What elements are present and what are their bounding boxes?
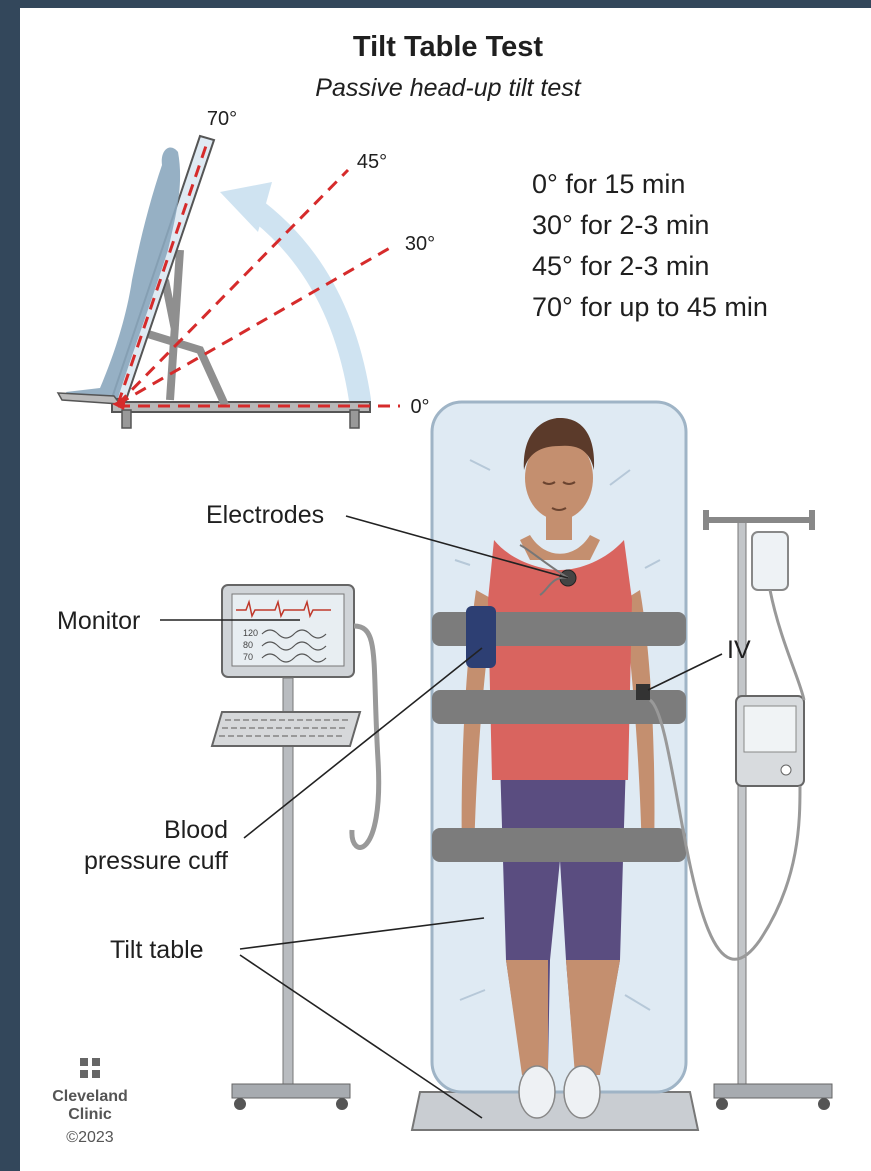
duration-list: 0° for 15 min 30° for 2-3 min 45° for 2-…: [532, 169, 768, 322]
duration-item: 30° for 2-3 min: [532, 210, 709, 240]
label-monitor: Monitor: [57, 607, 140, 635]
monitor-readout: 70: [243, 652, 253, 662]
angle-label-70: 70°: [207, 108, 237, 130]
tilt-arrow: [250, 205, 360, 400]
tilt-table-diagram: Tilt Table Test Passive head-up tilt tes…: [20, 8, 871, 1171]
angle-label-45: 45°: [357, 151, 387, 173]
label-electrodes: Electrodes: [206, 501, 324, 529]
iv-site: [636, 684, 650, 700]
page-subtitle: Passive head-up tilt test: [315, 74, 581, 102]
blood-pressure-cuff: [466, 606, 496, 668]
tilt-angle-diagram: 70° 45° 30° 0°: [58, 108, 435, 428]
label-iv: IV: [727, 636, 751, 664]
copyright: ©2023: [66, 1129, 113, 1146]
duration-item: 70° for up to 45 min: [532, 292, 768, 322]
angle-label-0: 0°: [410, 396, 429, 418]
iv-bag: [752, 532, 788, 590]
page-title: Tilt Table Test: [353, 31, 543, 63]
strap-thigh: [432, 828, 686, 862]
shoe-right: [564, 1066, 600, 1118]
duration-item: 0° for 15 min: [532, 169, 685, 199]
logo-icon: [80, 1058, 100, 1078]
label-pressure-cuff: pressure cuff: [84, 847, 228, 875]
monitor-readout: 120: [243, 628, 258, 638]
label-tilt-table: Tilt table: [110, 936, 204, 964]
monitor-readout: 80: [243, 640, 253, 650]
tilt-table-main: [412, 402, 698, 1130]
cleveland-clinic-logo: Cleveland Clinic ©2023: [52, 1058, 128, 1146]
logo-line-1: Cleveland: [52, 1088, 128, 1105]
label-blood: Blood: [164, 816, 228, 844]
logo-line-2: Clinic: [68, 1106, 112, 1123]
duration-item: 45° for 2-3 min: [532, 251, 709, 281]
illustration-canvas: Tilt Table Test Passive head-up tilt tes…: [20, 8, 871, 1171]
shoe-left: [519, 1066, 555, 1118]
angle-label-30: 30°: [405, 233, 435, 255]
